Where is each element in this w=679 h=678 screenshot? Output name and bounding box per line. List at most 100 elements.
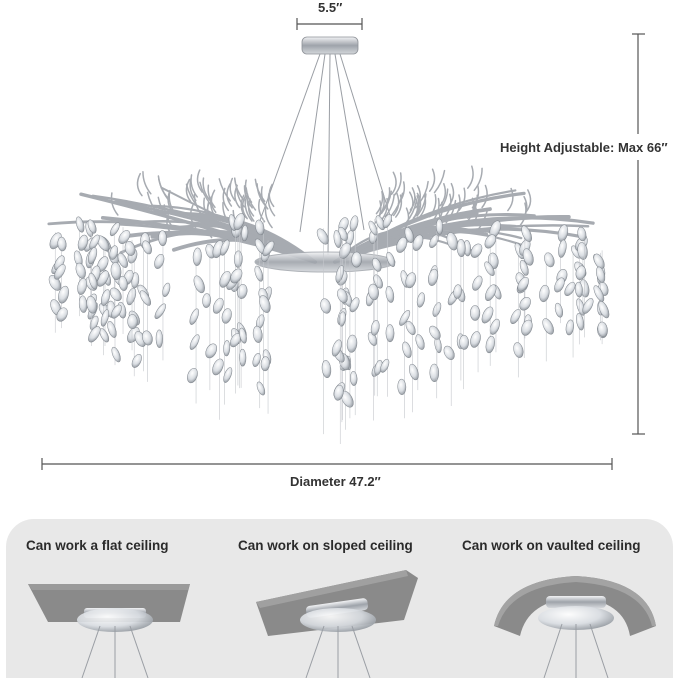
twig (418, 180, 429, 205)
crystal-leaf (350, 371, 358, 386)
crystal-leaf (472, 275, 483, 291)
height-dimension (632, 33, 645, 435)
flat-ceiling-caption: Can work a flat ceiling (26, 538, 169, 553)
crystal-leaf (316, 228, 329, 245)
crystal-leaf (87, 219, 97, 234)
crystal-leaf (118, 230, 131, 244)
twig (381, 187, 391, 211)
crystal-leaf (109, 287, 122, 302)
crystal-leaf (111, 304, 122, 319)
crystal-leaf (519, 260, 529, 276)
diameter-dimension (41, 458, 613, 470)
crystal-leaf (75, 262, 86, 279)
crystal-leaf (78, 295, 88, 313)
crystal-leaf (57, 236, 67, 252)
crystal-leaf (58, 285, 69, 304)
crystal-leaf (470, 243, 483, 258)
crystal-leaf (205, 343, 218, 359)
crystal-leaf (565, 319, 574, 336)
crystal-leaf (233, 213, 245, 231)
crystal-leaf (385, 324, 395, 343)
vaulted-ceiling-caption: Can work on vaulted ceiling (462, 538, 641, 553)
crystal-leaf (109, 245, 119, 260)
crystal-leaf (435, 218, 444, 235)
twig (390, 171, 397, 196)
sloped-ceiling-caption: Can work on sloped ceiling (238, 538, 413, 553)
crystal-leaf (404, 227, 414, 244)
crystal-leaf (554, 277, 565, 293)
crystal-leaf (100, 309, 110, 327)
twig (243, 185, 253, 209)
crystal-leaf (521, 225, 532, 243)
twig (247, 198, 255, 222)
crystal-leaf (56, 307, 68, 322)
crystal-leaf (193, 275, 205, 294)
twig (202, 177, 211, 201)
crystal-leaf (576, 313, 585, 331)
crystal-leaf (485, 284, 497, 301)
crystal-leaf (131, 353, 142, 368)
crystal-leaf (320, 298, 331, 314)
crystal-leaf (155, 329, 163, 348)
crystal-leaf (99, 328, 110, 343)
crystal-strands (48, 213, 610, 444)
crystal-leaf (142, 330, 153, 346)
twig (264, 204, 273, 229)
twig (393, 172, 402, 196)
crystal-leaf (189, 308, 199, 325)
crystal-leaf (453, 284, 462, 299)
crystal-leaf (446, 232, 458, 251)
twig (185, 178, 192, 203)
twig (473, 167, 483, 192)
crystal-leaf (192, 247, 202, 266)
crystal-leaf (428, 268, 439, 286)
twig (525, 189, 532, 213)
crystal-leaf (107, 320, 117, 338)
crystal-leaf (408, 363, 419, 381)
crystal-leaf (212, 297, 224, 314)
crystal-leaf (459, 335, 469, 350)
crystal-leaf (382, 214, 392, 229)
crystal-leaf (349, 297, 360, 313)
crystal-leaf (256, 381, 266, 396)
crystal-leaf (77, 234, 88, 251)
crystal-leaf (321, 360, 332, 378)
twig (412, 195, 419, 220)
crystal-leaf (88, 326, 101, 343)
crystal-leaf (349, 215, 359, 232)
twig (384, 193, 395, 218)
crystal-leaf (189, 334, 200, 350)
flat-ceiling-illustration (28, 584, 190, 678)
crystal-leaf (397, 378, 407, 395)
crystal-leaf (331, 339, 342, 357)
crystal-leaf (385, 286, 395, 303)
crystal-leaf (333, 230, 342, 248)
crystal-leaf (154, 253, 165, 269)
crystal-leaf (142, 240, 152, 255)
crystal-leaf (111, 346, 121, 363)
crystal-leaf (470, 305, 481, 321)
crystal-leaf (126, 287, 137, 306)
crystal-leaf (162, 282, 171, 297)
crystal-leaf (554, 302, 564, 318)
crystal-leaf (370, 320, 380, 336)
crystal-leaf (593, 285, 605, 302)
crystal-leaf (577, 226, 587, 242)
twig (268, 183, 275, 208)
crystal-leaf (238, 348, 247, 367)
crystal-leaf (346, 334, 358, 353)
crystal-leaf (522, 248, 534, 266)
crystal-leaf (254, 265, 264, 282)
twig (222, 187, 230, 212)
crystal-leaf (335, 265, 345, 283)
crystal-leaf (539, 284, 550, 303)
crystal-leaf (443, 345, 455, 360)
twig (142, 171, 152, 195)
crystal-leaf (100, 289, 111, 306)
crystal-leaf (219, 270, 231, 288)
canopy-width-dimension (296, 18, 363, 30)
crystal-leaf (558, 239, 567, 258)
crystal-leaf (77, 278, 88, 295)
crystal-leaf (575, 265, 586, 281)
crystal-leaf (117, 252, 128, 268)
